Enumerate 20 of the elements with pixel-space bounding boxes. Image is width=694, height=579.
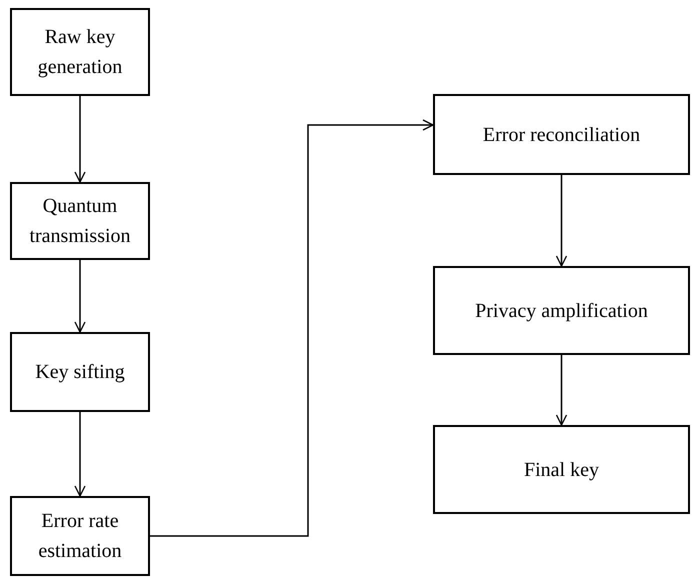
arrow [74, 96, 86, 183]
process-box [433, 94, 690, 175]
process-box [10, 8, 150, 96]
box-label: Raw key generation [36, 25, 124, 80]
arrow [74, 260, 86, 333]
process-box [10, 496, 150, 576]
box-label: Error reconciliation [482, 122, 640, 148]
box-label: Privacy amplification [475, 298, 648, 324]
arrow [556, 355, 568, 426]
process-box [433, 266, 690, 355]
box-label: Key sifting [35, 360, 125, 385]
box-label: Error rate estimation [37, 509, 123, 564]
arrow [556, 175, 568, 267]
box-label: Final key [524, 458, 599, 482]
process-box [10, 332, 150, 412]
process-box [10, 182, 150, 260]
process-box [433, 425, 690, 514]
box-label: Quantum transmission [28, 194, 132, 249]
arrow [150, 119, 434, 537]
arrow [74, 412, 86, 497]
